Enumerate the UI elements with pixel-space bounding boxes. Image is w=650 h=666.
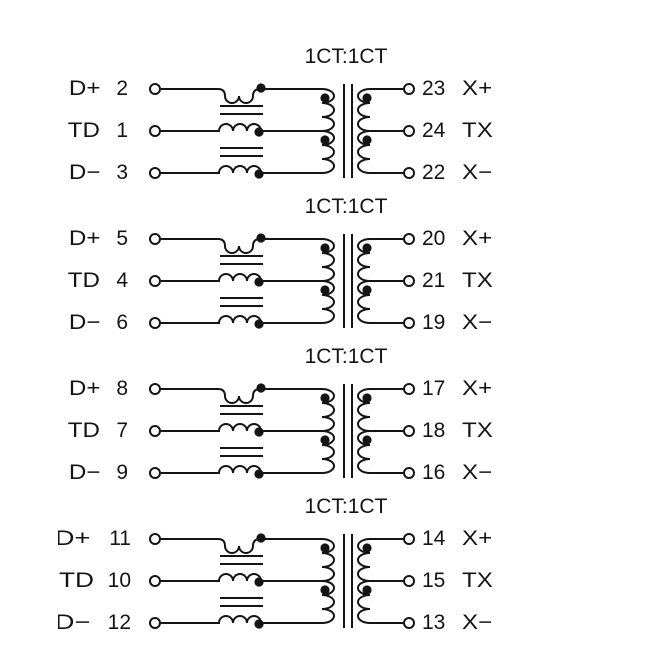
left-signal-label: TD [59, 570, 94, 592]
right-signal-label: X+ [462, 228, 493, 250]
right-pin-number: 13 [422, 612, 446, 634]
left-pin-number: 10 [107, 570, 131, 592]
left-signal-cell: D+ [30, 378, 100, 400]
right-pin-number: 20 [422, 228, 446, 250]
left-signal-label: TD [67, 420, 100, 442]
left-pin-number: 6 [116, 312, 128, 334]
left-pin-number: 12 [107, 612, 131, 634]
left-signal-label: D− [68, 162, 100, 184]
right-signal-cell: TX [462, 270, 542, 292]
right-signal-label: X+ [462, 378, 493, 400]
left-signal-cell: D− [30, 162, 100, 184]
left-signal-label: D+ [68, 378, 100, 400]
left-signal-label: TD [67, 270, 100, 292]
left-pin-number: 1 [116, 120, 128, 142]
left-pin-number: 7 [116, 420, 128, 442]
right-signal-label: X+ [462, 78, 493, 100]
left-pin-number: 4 [116, 270, 128, 292]
right-signal-label: X+ [462, 528, 493, 550]
right-signal-cell: X+ [462, 378, 542, 400]
left-pin-number: 2 [116, 78, 128, 100]
left-signal-cell: TD [58, 570, 94, 592]
right-pin-number: 18 [422, 420, 446, 442]
right-pin-number: 16 [422, 462, 446, 484]
left-signal-cell: TD [30, 270, 100, 292]
right-signal-cell: TX [462, 570, 542, 592]
ratio-label: 1CT:1CT [304, 45, 388, 68]
left-signal-label: TD [67, 120, 100, 142]
right-pin-number: 23 [422, 78, 446, 100]
left-signal-label: D+ [58, 528, 90, 550]
right-pin-number: 24 [422, 120, 446, 142]
left-signal-cell: D− [30, 312, 100, 334]
right-signal-cell: TX [462, 420, 542, 442]
right-pin-number: 21 [422, 270, 446, 292]
right-signal-cell: X− [462, 162, 542, 184]
left-pin-number: 9 [116, 462, 128, 484]
right-signal-cell: TX [462, 120, 542, 142]
left-pin-number: 5 [116, 228, 128, 250]
right-signal-label: TX [462, 270, 493, 292]
left-pin-number: 8 [116, 378, 128, 400]
left-signal-cell: TD [30, 120, 100, 142]
right-signal-label: X− [462, 312, 493, 334]
ratio-label: 1CT:1CT [304, 345, 388, 368]
right-signal-cell: X+ [462, 528, 542, 550]
left-signal-cell: D− [58, 612, 90, 634]
right-pin-number: 22 [422, 162, 446, 184]
right-signal-label: TX [462, 420, 493, 442]
right-pin-number: 19 [422, 312, 446, 334]
right-signal-cell: X+ [462, 78, 542, 100]
left-signal-cell: D+ [30, 228, 100, 250]
left-signal-cell: TD [30, 420, 100, 442]
right-pin-number: 14 [422, 528, 446, 550]
right-signal-cell: X− [462, 462, 542, 484]
right-signal-label: X− [462, 162, 493, 184]
left-signal-label: D− [68, 312, 100, 334]
right-pin-number: 17 [422, 378, 446, 400]
right-signal-cell: X− [462, 612, 542, 634]
ratio-label: 1CT:1CT [304, 495, 388, 518]
left-signal-label: D− [68, 462, 100, 484]
ratio-label: 1CT:1CT [304, 195, 388, 218]
left-signal-label: D+ [68, 228, 100, 250]
left-signal-label: D− [58, 612, 90, 634]
left-signal-cell: D− [30, 462, 100, 484]
left-pin-number: 3 [116, 162, 128, 184]
right-signal-label: TX [462, 570, 493, 592]
right-signal-label: TX [462, 120, 493, 142]
right-signal-label: X− [462, 612, 493, 634]
right-signal-label: X− [462, 462, 493, 484]
left-signal-cell: D+ [30, 78, 100, 100]
right-signal-cell: X+ [462, 228, 542, 250]
left-signal-label: D+ [68, 78, 100, 100]
left-signal-cell: D+ [58, 528, 90, 550]
left-pin-number: 11 [109, 528, 131, 550]
right-signal-cell: X− [462, 312, 542, 334]
right-pin-number: 15 [422, 570, 446, 592]
